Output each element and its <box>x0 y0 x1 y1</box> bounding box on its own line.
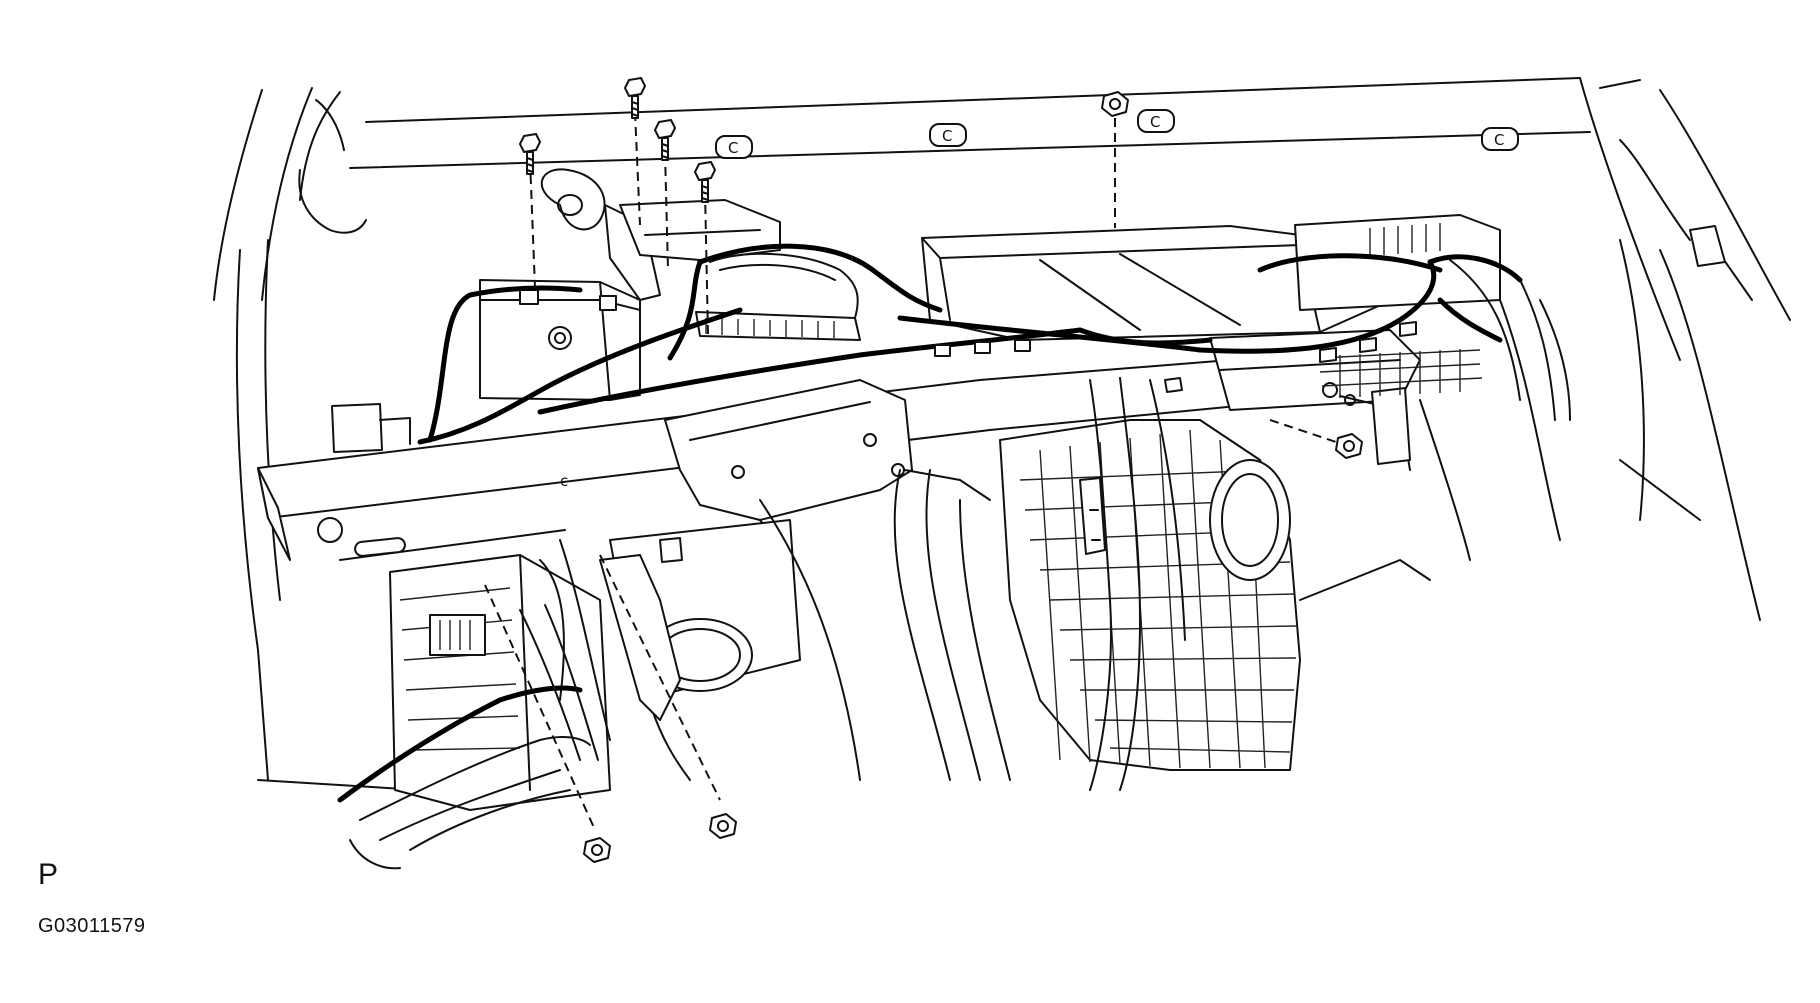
alignment-lines <box>484 111 1346 831</box>
left-door-frame <box>235 239 421 791</box>
bolt-icon <box>694 161 716 203</box>
clip-mark: C <box>942 127 952 145</box>
bolt-icon <box>519 133 541 175</box>
bolt-icon <box>624 77 646 119</box>
nut-icon <box>1101 91 1129 117</box>
nut-icon <box>583 837 611 863</box>
clip-icon: C <box>1481 127 1519 151</box>
view-letter: P <box>38 858 59 891</box>
lower-left-junction-block <box>389 539 681 811</box>
figure-code: G03011579 <box>38 915 146 937</box>
clip-mark: C <box>1150 113 1160 131</box>
clip-icon: C <box>1137 109 1175 133</box>
clip-icon: C <box>929 123 967 147</box>
left-module-box <box>331 279 641 453</box>
nut-icon <box>1335 433 1363 459</box>
cowl-panel <box>213 77 1791 361</box>
right-ducting <box>1294 214 1761 621</box>
lower-left-harness <box>337 604 599 870</box>
harness-clips <box>934 321 1417 393</box>
steering-column-bracket <box>664 379 991 641</box>
bolt-icon <box>654 119 676 161</box>
clip-mark: C <box>1494 131 1504 149</box>
clip-icon: C <box>715 135 753 159</box>
nut-icon <box>709 813 737 839</box>
lower-duct <box>999 419 1431 771</box>
wire-harness <box>417 243 1571 791</box>
upper-brackets <box>540 168 861 341</box>
beam-mark: c <box>560 472 568 490</box>
clip-mark: C <box>728 139 738 157</box>
